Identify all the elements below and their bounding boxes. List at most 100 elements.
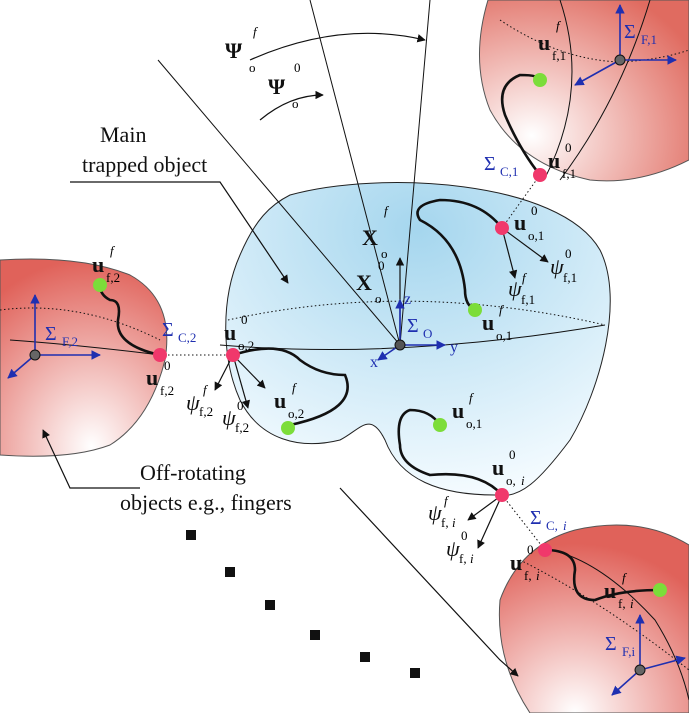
contact-point-fi	[538, 543, 552, 557]
svg-text:0: 0	[565, 140, 572, 155]
psi-f-label: Ψ o f	[225, 24, 259, 75]
svg-text:f: f	[110, 243, 116, 258]
svg-text:0: 0	[378, 258, 385, 273]
psi-f2-f-label: ψ f,2 f	[186, 382, 213, 419]
u-o2-0-label: u o,2 0	[224, 312, 254, 353]
svg-text:Σ: Σ	[162, 319, 174, 341]
psi-f2-0-label: ψ f,2 0	[222, 398, 249, 435]
goal-point-fi	[653, 583, 667, 597]
u-o1-f-label: u o,1 f	[482, 302, 512, 343]
svg-text:f,2: f,2	[199, 404, 213, 419]
finger-top-right	[478, 0, 689, 182]
u-o2-f-label: u o,2 f	[274, 380, 304, 421]
svg-text:Σ: Σ	[484, 153, 496, 175]
u-o1-0-label: u o,1 0	[514, 203, 544, 243]
goal-points	[93, 73, 667, 597]
sigma-c1-label: Σ C,1	[484, 153, 518, 179]
contact-point-f1	[533, 168, 547, 182]
svg-text:i: i	[470, 551, 474, 566]
svg-text:0: 0	[509, 447, 516, 462]
svg-text:o: o	[249, 60, 256, 75]
u-f2-f-label: u f,2 f	[92, 243, 120, 285]
sigma-ci-label: Σ C, i	[530, 507, 567, 533]
svg-text:u: u	[224, 320, 236, 345]
goal-point-f2	[93, 278, 107, 292]
svg-text:f: f	[292, 380, 298, 395]
svg-text:C,1: C,1	[500, 164, 518, 179]
svg-text:0: 0	[164, 358, 171, 373]
svg-text:f,: f,	[459, 551, 467, 566]
svg-text:0: 0	[241, 312, 248, 327]
svg-text:C,2: C,2	[178, 330, 196, 345]
off-title: Off-rotating objects e.g., fingers	[42, 429, 519, 677]
fingeri-frame: Σ F,i	[605, 614, 686, 696]
contact-points	[153, 168, 552, 557]
svg-text:o,1: o,1	[528, 228, 544, 243]
goal-point-oi	[433, 418, 447, 432]
finger1-equator	[499, 19, 689, 63]
svg-text:i: i	[536, 568, 540, 583]
x-0-label: X o 0	[356, 258, 385, 306]
svg-text:o,2: o,2	[238, 338, 254, 353]
svg-text:f: f	[253, 24, 259, 39]
svg-text:objects e.g., fingers: objects e.g., fingers	[120, 490, 292, 515]
svg-text:Σ: Σ	[407, 315, 419, 337]
svg-text:0: 0	[565, 246, 572, 261]
psi-fi-f-label: ψ f, i f	[428, 493, 456, 530]
object2-trajectory	[231, 347, 349, 427]
svg-text:i: i	[630, 596, 634, 611]
svg-text:f: f	[444, 493, 450, 508]
goal-point-o1	[468, 303, 482, 317]
svg-text:F,i: F,i	[622, 644, 635, 659]
svg-text:f,: f,	[441, 515, 449, 530]
svg-text:Ψ: Ψ	[268, 74, 286, 99]
svg-text:0: 0	[531, 203, 538, 218]
svg-text:X: X	[356, 270, 372, 295]
svg-text:O: O	[423, 326, 432, 341]
svg-text:u: u	[146, 365, 158, 390]
svg-text:ψ: ψ	[186, 390, 200, 415]
svg-text:f,: f,	[524, 568, 532, 583]
finger-left	[0, 258, 168, 457]
svg-text:0: 0	[461, 528, 468, 543]
svg-text:o,1: o,1	[466, 416, 482, 431]
psi-f1-0-label: ψ f,1 0	[550, 246, 577, 285]
goal-point-o2	[281, 421, 295, 435]
svg-text:f: f	[469, 390, 475, 405]
svg-text:f,: f,	[618, 596, 626, 611]
svg-text:0: 0	[237, 398, 244, 413]
svg-text:Main: Main	[100, 122, 146, 147]
u-fi-f-label: u f, i f	[604, 570, 634, 611]
svg-text:f,2: f,2	[160, 383, 174, 398]
ellipsis-dots	[186, 530, 420, 678]
u-f2-0-label: u f,2 0	[146, 358, 174, 398]
svg-text:u: u	[510, 550, 522, 575]
u-oi-0-label: u o, i 0	[492, 447, 525, 488]
svg-text:X: X	[362, 225, 378, 250]
svg-text:f,2: f,2	[106, 270, 120, 285]
svg-text:ψ: ψ	[550, 254, 564, 279]
svg-text:o,: o,	[506, 473, 516, 488]
svg-text:u: u	[514, 210, 526, 235]
object-frame: x y z Σ O	[370, 257, 458, 371]
svg-text:o,1: o,1	[496, 328, 512, 343]
svg-text:F,2: F,2	[62, 334, 78, 349]
svg-text:u: u	[548, 148, 560, 173]
svg-text:ψ: ψ	[508, 276, 522, 301]
main-object	[219, 182, 611, 497]
svg-text:f,1: f,1	[521, 292, 535, 307]
svg-text:f: f	[556, 18, 562, 33]
svg-text:Ψ: Ψ	[225, 38, 243, 63]
finger2-trajectory	[98, 283, 162, 357]
x-f-label: X o f	[362, 203, 390, 261]
svg-text:i: i	[521, 473, 525, 488]
contact-point-oi	[495, 488, 509, 502]
svg-text:Σ: Σ	[624, 21, 636, 43]
svg-text:u: u	[274, 388, 286, 413]
svg-text:Σ: Σ	[530, 507, 542, 529]
svg-text:Σ: Σ	[45, 323, 57, 345]
object1-trajectory	[416, 198, 504, 312]
fingeri-trajectory	[543, 548, 662, 602]
svg-text:ψ: ψ	[446, 536, 460, 561]
